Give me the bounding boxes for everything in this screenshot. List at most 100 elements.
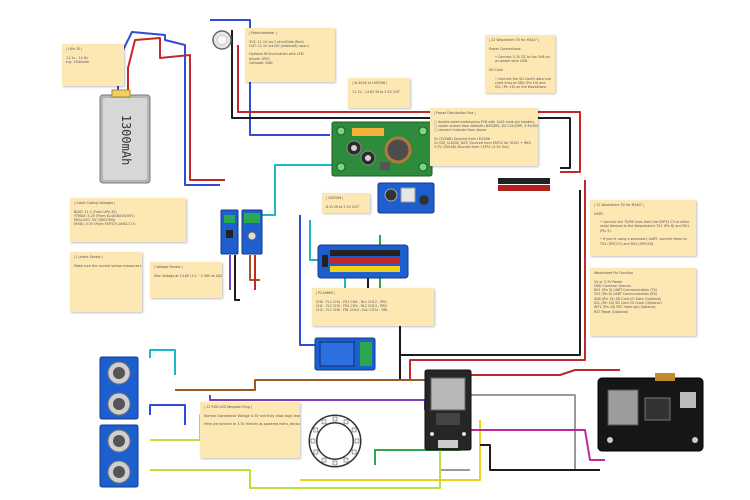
note-line: | LiPo 3S | bbox=[66, 47, 83, 51]
wire-blue-pca bbox=[299, 215, 320, 346]
buck-converter-board bbox=[331, 121, 433, 177]
force-sensor-icon bbox=[212, 30, 232, 50]
note-lm2596: | LM2596 |6.2V IN to 3.3V OUT bbox=[322, 193, 370, 213]
note-line: Max Voltage at 14.8V (5:1 ~2.96V at ADC … bbox=[154, 273, 222, 278]
note-line: • Connect the TX/RX lines from the ESP32… bbox=[600, 220, 690, 233]
note-line: 11.1v - 14.8v bbox=[66, 55, 88, 60]
note-pca9685: | PCA9685 | CH0 - FL1 CH4 - FR1 CH8 - RL1… bbox=[312, 288, 434, 326]
ultrasonic-sensor-bottom bbox=[99, 424, 139, 488]
note-line: Cathode: GND bbox=[249, 61, 273, 66]
note-line: | Cable Coding Voltages | bbox=[74, 201, 116, 205]
note-line: BLUE: 11.1 (From LiPo 3S) bbox=[74, 209, 117, 214]
note-current-sensor: | Current Sensor |Make sure the current … bbox=[70, 252, 142, 312]
note-line: TX1 (Pin 6) UART Communication (RX) bbox=[594, 292, 658, 297]
neopixel-led bbox=[321, 457, 327, 463]
note-line: UART: bbox=[594, 211, 604, 216]
note-line: • Connect 5.2V DC to the 5V6 pin on powe… bbox=[495, 55, 551, 64]
note-line: | 12 Waveshare 5V for M16/7 | bbox=[594, 203, 645, 207]
note-line: | Potentiometer | bbox=[249, 31, 277, 35]
current-sensor-module bbox=[220, 209, 239, 255]
neopixel-led bbox=[313, 449, 319, 455]
note-line: Power Connections: bbox=[489, 46, 522, 51]
note-line: Optional IR Illumination with LED: bbox=[249, 52, 305, 57]
note-line: □ solder screws from dallasfb (NXSDR0, D… bbox=[434, 123, 538, 128]
note-line: 11.1V - 14.8V IN to 5.2V OUT bbox=[352, 89, 400, 94]
neopixel-led bbox=[310, 438, 316, 444]
note-line: | 12 Waveshare 5V for M16/7 | bbox=[489, 38, 540, 42]
wire-magenta-ws bbox=[465, 429, 605, 461]
note-line: | Current Sensor | bbox=[74, 255, 104, 259]
note-line: CH1 - FL2 CH5 - FR2 CH9 - RL2 CH13 - RR2 bbox=[316, 303, 387, 308]
note-line: □ double-sided prototyping PCB with 1x02… bbox=[434, 119, 535, 124]
neopixel-led bbox=[343, 457, 349, 463]
wire-black-right bbox=[400, 190, 581, 356]
wire-gray-bottom bbox=[439, 450, 470, 471]
note-line: | PCA9685 | bbox=[316, 291, 336, 295]
wire-cyan-us bbox=[149, 349, 176, 375]
neopixel-led bbox=[343, 419, 349, 425]
note-line: SDA (Pin 19) SD Card I/O Data (Optional) bbox=[594, 296, 662, 301]
wire-red-main bbox=[237, 45, 581, 173]
note-line: | Voltage Sensor | bbox=[154, 265, 184, 269]
note-line: SD Card: bbox=[489, 68, 504, 73]
neopixel-led bbox=[354, 438, 360, 444]
wire-blue-us bbox=[149, 404, 186, 425]
wire-red-battery bbox=[127, 37, 225, 181]
note-line: GND Common Ground bbox=[594, 283, 631, 288]
note-cable-voltages: | Cable Coding Voltages | BLUE: 11.1 (Fro… bbox=[70, 198, 186, 242]
note-line: 5V or 3.3V Power bbox=[594, 279, 623, 284]
wire-red-right bbox=[409, 180, 586, 380]
note-line: YTMAX: 5.2V (From XL4016/LM2597) bbox=[74, 213, 135, 218]
neopixel-led bbox=[313, 427, 319, 433]
neopixel-led bbox=[351, 449, 357, 455]
note-line: 5v (5VSAB) Sourced from LM2596 bbox=[434, 136, 490, 141]
note-line: Anode: GPIO bbox=[249, 56, 270, 61]
note-potentiometer: | Potentiometer | 3V3: 11.1V via 2 ohm/Sl… bbox=[245, 28, 335, 82]
voltage-sensor-module bbox=[241, 209, 263, 255]
wire-cyan-pca bbox=[309, 220, 320, 261]
wire-brown-esp bbox=[175, 379, 441, 391]
pca9685-board bbox=[317, 244, 409, 279]
note-line: 2v (DZ_CLK/DZ_DAT) Sourced from ESP32 fo… bbox=[434, 141, 532, 146]
note-line: MOLLUSC: 5V (3WCOM4) bbox=[74, 218, 116, 223]
note-line: Waveshare Pin Function bbox=[594, 271, 634, 275]
note-line: | LM2596 | bbox=[326, 196, 344, 200]
lm2596-module bbox=[377, 182, 435, 214]
note-line: | XL4016 or LM2596 | bbox=[352, 81, 388, 85]
note-line: RX1 (Pin 5) UART Communication (TX) bbox=[594, 288, 658, 293]
note-line: • If you're using a secondary UART, conn… bbox=[600, 237, 687, 246]
note-line: OUT: 11.1V via NO (externally open) bbox=[249, 43, 309, 48]
note-line: | 12 RGB LED Neopixel Ring | bbox=[204, 405, 252, 409]
wire-red-ws bbox=[470, 369, 620, 376]
note-waveshare-top: | 12 Waveshare 5V for M16/7 | Power Conne… bbox=[485, 35, 555, 93]
note-line: CH2 - FLL CH6 - FRL CH10 - RLL CH14 - RR… bbox=[316, 308, 388, 313]
note-line: e.g. 1300mAh bbox=[66, 59, 90, 64]
wire-black-sensor bbox=[234, 255, 240, 301]
wire-black-top bbox=[231, 30, 571, 169]
note-line: SCL (Pin 18) SD Card I/O Clock (Optional… bbox=[594, 301, 662, 306]
battery-capacity-label: 1300mAh bbox=[119, 115, 133, 166]
note-line: 3.3V (3VSAB) Sourced from 15P32 (3.3V Ou… bbox=[434, 145, 509, 150]
neopixel-led bbox=[332, 460, 338, 466]
neopixel-led bbox=[321, 419, 327, 425]
note-led-ring: | 12 RGB LED Neopixel Ring |Normal Opera… bbox=[200, 402, 300, 458]
note-waveshare-mid: | 12 Waveshare 5V for M16/7 | UART: • Conn… bbox=[590, 200, 696, 256]
neopixel-led bbox=[332, 416, 338, 422]
relay-module bbox=[314, 337, 376, 371]
esp32-board bbox=[424, 369, 472, 451]
note-voltage-sensor: | Voltage Sensor | Max Voltage at 14.8V (… bbox=[150, 262, 222, 298]
waveshare-board bbox=[597, 373, 704, 452]
wire-black-bottom bbox=[480, 444, 600, 471]
wire-cyan-buck bbox=[262, 164, 335, 216]
note-line: 3V3: 11.1V via 2 ohm/Slide (Red) bbox=[249, 39, 304, 44]
note-buck: | XL4016 or LM2596 | 11.1V - 14.8V IN to … bbox=[348, 78, 410, 108]
power-bus-header bbox=[498, 178, 550, 191]
note-line: | Power Distribution Bus | bbox=[434, 111, 476, 115]
neopixel-led bbox=[351, 427, 357, 433]
neopixel-ring bbox=[308, 414, 362, 468]
wire-lime-bottom bbox=[150, 450, 441, 489]
wire-yellow-esp bbox=[300, 420, 481, 481]
note-line: CH0 - FL1 CH4 - FR1 CH8 - RL1 CH12 - RR1 bbox=[316, 299, 387, 304]
